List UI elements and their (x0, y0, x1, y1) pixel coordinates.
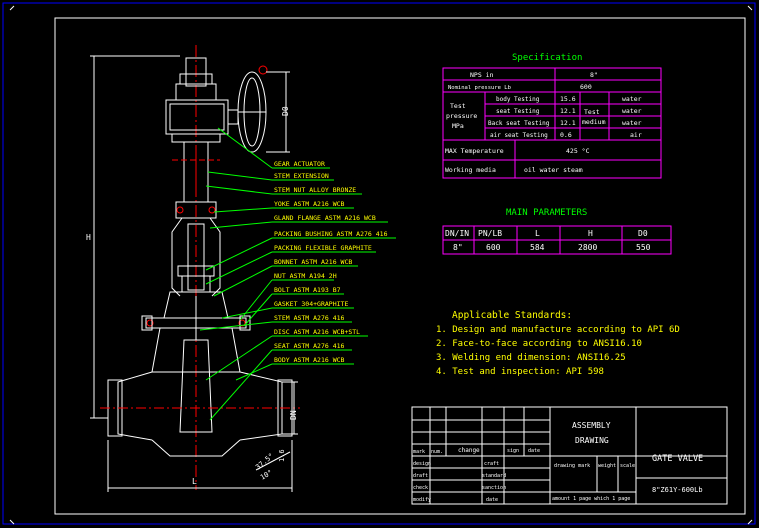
tb-craft: craft (484, 461, 499, 467)
callout-packing-bushing: PACKING BUSHING ASTM A276 416 (274, 230, 388, 238)
spec-medium-water-2: water (622, 107, 642, 115)
spec-air-seat-value: 0.6 (560, 131, 572, 139)
spec-medium-water-1: water (622, 95, 642, 103)
dim-d0-label: D0 (281, 106, 290, 116)
tb-design: design (413, 461, 431, 467)
spec-pressure-label: Nominal pressure Lb (448, 85, 511, 91)
callout-body: BODY ASTM A216 WCB (274, 356, 345, 364)
callout-stem: STEM ASTM A276 416 (274, 314, 345, 322)
param-value-l: 584 (530, 243, 545, 252)
spec-medium-air: air (630, 131, 642, 139)
spec-medium-label-2: medium (582, 118, 606, 126)
tb-standard: standard (482, 473, 506, 479)
tb-product-name: GATE VALVE (652, 454, 703, 464)
standards-title: Applicable Standards: (452, 310, 572, 321)
spec-body-testing: body Testing (496, 96, 540, 103)
tb-drawing-type-2: DRAWING (575, 436, 609, 445)
spec-body-value: 15.6 (560, 95, 576, 103)
callout-gland-flange: GLAND FLANGE ASTM A216 WCB (274, 214, 376, 222)
gate-valve-drawing: H D0 L DN 37.5° 1.6 10° (86, 45, 300, 492)
callout-leaders (199, 127, 396, 421)
standard-item-4: 4. Test and inspection: API 598 (436, 367, 604, 377)
spec-seat-testing: seat Testing (496, 108, 540, 115)
callout-seat: SEAT ASTM A276 416 (274, 342, 345, 350)
standard-item-3: 3. Welding end dimension: ANSI16.25 (436, 353, 626, 363)
param-value-d0: 550 (636, 243, 651, 252)
tb-drawing-mark: drawing mark (554, 463, 590, 469)
spec-air-seat-testing: air seat Testing (490, 132, 548, 139)
tb-num: num. (431, 449, 443, 455)
callout-labels: GEAR ACTUATOR STEM EXTENSION STEM NUT AL… (274, 160, 388, 364)
tb-draft: draft (413, 473, 428, 479)
param-value-dn: 8" (453, 243, 463, 252)
spec-test-label-2: pressure (446, 112, 477, 120)
specification-table: Specification NPS in 8" Nominal pressure… (442, 53, 662, 179)
callout-disc: DISC ASTM A216 WCB+STL (274, 328, 360, 336)
callout-packing: PACKING FLEXIBLE GRAPHITE (274, 244, 372, 252)
title-block: mark num. change sign date design draft … (411, 406, 728, 505)
dim-h-label: H (86, 233, 91, 242)
main-parameters-table: MAIN PARAMETERS DN/IN PN/LB L H D0 8" 60… (442, 208, 672, 255)
callout-gear-actuator: GEAR ACTUATOR (274, 160, 325, 168)
tb-sanction: sanction (482, 485, 506, 491)
param-header-pn: PN/LB (478, 229, 502, 238)
tb-date2: date (486, 497, 498, 503)
spec-back-seat-testing: Back seat Testing (488, 120, 550, 127)
spec-test-label-3: MPa (452, 122, 464, 130)
param-header-h: H (588, 229, 593, 238)
tb-check: check (413, 485, 428, 491)
spec-title: Specification (512, 53, 582, 63)
param-header-d0: D0 (638, 229, 648, 238)
param-value-h: 2800 (578, 243, 597, 252)
callout-bolt: BOLT ASTM A193 B7 (274, 286, 341, 294)
applicable-standards: Applicable Standards: 1. Design and manu… (436, 310, 680, 377)
callout-stem-nut: STEM NUT ALLOY BRONZE (274, 186, 356, 194)
tb-modify: modify (413, 497, 431, 503)
tb-scale: scale (620, 463, 635, 469)
spec-media-label: Working media (445, 166, 496, 174)
standard-item-2: 2. Face-to-face according to ANSI16.10 (436, 339, 642, 349)
spec-medium-water-3: water (622, 119, 642, 127)
spec-nps-label: NPS in (470, 71, 494, 79)
callout-gasket: GASKET 304+GRAPHITE (274, 300, 348, 308)
tb-drawing-type-1: ASSEMBLY (572, 421, 611, 430)
spec-pressure-value: 600 (580, 83, 592, 91)
standard-item-1: 1. Design and manufacture according to A… (436, 325, 680, 335)
dim-dn-label: DN (289, 410, 298, 420)
spec-max-temp-label: MAX Temperature (445, 147, 504, 155)
callout-yoke: YOKE ASTM A216 WCB (274, 200, 345, 208)
callout-stem-extension: STEM EXTENSION (274, 172, 329, 180)
callout-bonnet: BONNET ASTM A216 WCB (274, 258, 352, 266)
main-params-title: MAIN PARAMETERS (506, 208, 587, 218)
tb-change: change (458, 447, 480, 454)
tb-amount: amount 1 page which 1 page (552, 496, 630, 502)
spec-medium-label: Test (584, 108, 600, 116)
spec-seat-value: 12.1 (560, 107, 576, 115)
tb-date: date (528, 448, 540, 454)
corner-marks (9, 5, 753, 525)
callout-nut: NUT ASTM A194 2H (274, 272, 337, 280)
tb-model: 8"Z61Y-600Lb (652, 486, 703, 494)
spec-max-temp-value: 425 °C (566, 147, 590, 155)
dim-l-label: L (192, 477, 197, 486)
spec-test-label: Test (450, 102, 466, 110)
spec-back-seat-value: 12.1 (560, 119, 576, 127)
param-header-dn: DN/IN (445, 229, 469, 238)
spec-media-value: oil water steam (524, 166, 583, 174)
spec-nps-value: 8" (590, 71, 598, 79)
param-value-pn: 600 (486, 243, 501, 252)
tb-weight: weight (598, 463, 616, 469)
tb-mark: mark (413, 449, 425, 455)
param-header-l: L (535, 229, 540, 238)
dim-weld-land: 1.6 (278, 449, 286, 462)
drawing-frame (54, 17, 746, 515)
tb-sign: sign (507, 448, 519, 454)
